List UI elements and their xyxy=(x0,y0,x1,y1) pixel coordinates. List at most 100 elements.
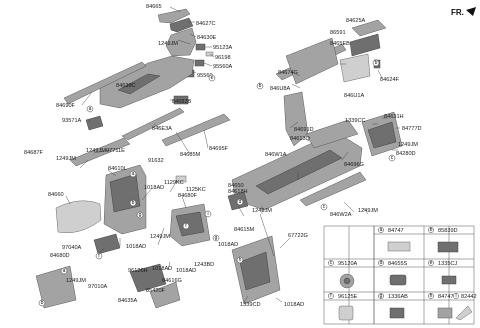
label-84639C: 84639C xyxy=(116,83,136,89)
svg-text:d: d xyxy=(380,260,383,266)
svg-text:f: f xyxy=(330,293,332,299)
part-95123A-shape xyxy=(195,43,206,51)
part-84680F-detail xyxy=(175,211,205,237)
legend-cell-c: c 95120A xyxy=(328,260,358,289)
svg-text:c: c xyxy=(323,204,326,210)
label-1018AD-3: 1018AD xyxy=(152,266,172,272)
label-1249JM-6: 1249JM xyxy=(398,142,418,148)
label-67722G: 67722G xyxy=(288,233,308,239)
part-84691D-shape xyxy=(283,91,309,147)
part-846W1A-detail xyxy=(255,149,343,195)
svg-text:i: i xyxy=(455,293,456,299)
part-84630E-shape xyxy=(165,27,197,57)
label-86591: 86591 xyxy=(330,30,346,36)
part-97040A-shape xyxy=(93,233,121,255)
label-84690F: 84690F xyxy=(56,103,76,109)
svg-text:85839D: 85839D xyxy=(438,228,458,234)
part-84680D-shape xyxy=(35,265,77,309)
svg-text:a: a xyxy=(89,106,92,112)
part-84695F-shape xyxy=(161,113,231,147)
label-84627C: 84627C xyxy=(196,21,216,27)
label-846E3A: 846E3A xyxy=(152,126,172,132)
svg-text:e: e xyxy=(430,260,433,266)
part-96198-shape xyxy=(205,51,214,57)
svg-text:a: a xyxy=(63,268,66,274)
callout-a-3: a xyxy=(60,267,68,275)
label-84665: 84665 xyxy=(146,4,162,10)
part-8465EB-shape xyxy=(349,33,381,57)
svg-text:b: b xyxy=(430,227,433,233)
svg-text:d: d xyxy=(239,199,242,205)
legend-cell-b: b 85839D xyxy=(428,227,459,253)
label-84777D: 84777D xyxy=(402,126,422,132)
label-1243BD: 1243BD xyxy=(194,262,214,268)
callout-b-2: b xyxy=(38,299,46,307)
callout-d-1: d xyxy=(236,198,244,206)
label-1249JM-8: 1249JM xyxy=(358,208,378,214)
svg-text:1336AB: 1336AB xyxy=(388,294,408,300)
label-84696G: 84696G xyxy=(344,162,364,168)
label-84650: 84650 xyxy=(228,183,244,189)
part-84660-shape xyxy=(55,200,102,233)
label-1249JM-4: 1249JM xyxy=(150,234,170,240)
part-84639C-detail xyxy=(117,73,161,95)
part-1129KC-shape xyxy=(175,175,187,183)
label-84624F: 84624F xyxy=(380,77,400,83)
svg-text:82442: 82442 xyxy=(461,294,477,300)
parts-layer xyxy=(35,8,403,309)
legend-cell-e: e 1335CJ xyxy=(428,260,457,285)
label-95123A: 95123A xyxy=(213,45,233,51)
svg-text:b: b xyxy=(259,83,262,89)
label-84685M: 84685M xyxy=(180,152,201,158)
label-1125KC: 1125KC xyxy=(186,187,206,193)
label-84680F: 84680F xyxy=(178,193,198,199)
label-84635A: 84635A xyxy=(118,298,138,304)
part-84690F-shape xyxy=(63,61,147,105)
legend-cell-g: g 1336AB xyxy=(378,293,408,319)
part-84625A-shape xyxy=(351,19,387,37)
part-84685M-shape xyxy=(121,107,185,141)
svg-text:84747: 84747 xyxy=(388,228,404,234)
label-846W2A: 846W2A xyxy=(330,212,352,218)
callout-a-2: a xyxy=(129,170,137,178)
svg-text:b: b xyxy=(41,300,44,306)
callout-circles: a e a b g f a b f i d g h b b c c xyxy=(38,59,396,307)
label-96126H: 96126H xyxy=(128,268,148,274)
part-84616G-shape xyxy=(129,263,167,293)
label-97040A: 97040A xyxy=(62,245,82,251)
callout-g-2: g xyxy=(212,234,220,242)
part-846U8A-shape xyxy=(285,37,339,85)
label-1129KC: 1129KC xyxy=(164,180,184,186)
label-84618H: 84618H xyxy=(228,189,248,195)
label-84280D: 84280D xyxy=(396,151,416,157)
svg-text:c: c xyxy=(391,155,394,161)
label-846W1A: 846W1A xyxy=(265,152,287,158)
label-84660: 84660 xyxy=(48,192,64,198)
legend-cell-d: d 84655S xyxy=(378,260,408,286)
callout-g-1: g xyxy=(136,211,144,219)
label-1249JM-5: 1249JM xyxy=(66,278,86,284)
label-97010A: 97010A xyxy=(88,284,108,290)
callout-h-1: h xyxy=(236,256,244,264)
svg-text:b: b xyxy=(132,200,135,206)
label-96198: 96198 xyxy=(215,55,231,61)
label-85420F: 85420F xyxy=(146,288,166,294)
label-8465EB: 8465EB xyxy=(330,41,350,47)
callout-e-1: e xyxy=(208,74,216,82)
front-direction-indicator: FR. xyxy=(451,7,476,17)
part-93571A-shape xyxy=(85,115,104,131)
label-1249JM-2: 1249JM xyxy=(86,148,106,154)
label-84674G: 84674G xyxy=(278,70,298,76)
callout-i-1: i xyxy=(204,210,212,218)
part-846U1A-shape xyxy=(339,53,371,83)
svg-text:f: f xyxy=(185,223,187,229)
svg-text:84655S: 84655S xyxy=(388,261,408,267)
label-84631H: 84631H xyxy=(384,114,404,120)
svg-text:h: h xyxy=(239,257,242,263)
svg-text:a: a xyxy=(380,227,383,233)
svg-text:a: a xyxy=(132,171,135,177)
label-1018AD-6: 1018AD xyxy=(284,302,304,308)
svg-text:i: i xyxy=(207,211,208,217)
label-846U8A: 846U8A xyxy=(270,86,290,92)
